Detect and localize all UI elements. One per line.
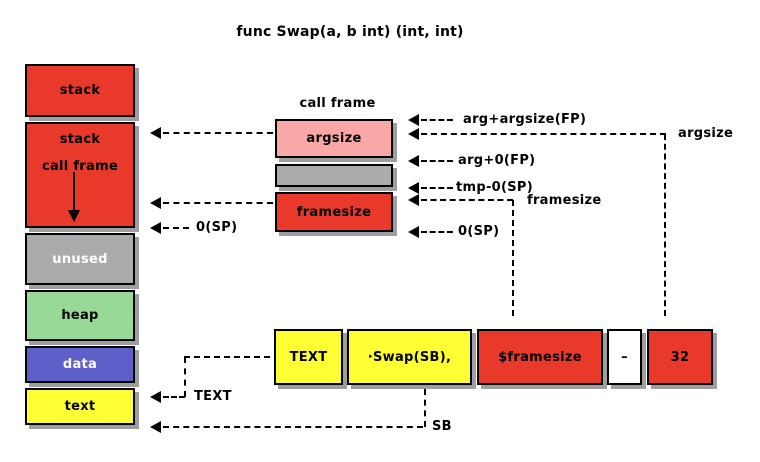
label-0sp-right: 0(SP) [458, 224, 500, 239]
arrow-left-icon-0sp-right [408, 226, 419, 238]
arrow-left-icon-argsize-to-stack [150, 127, 161, 139]
memory-box-data-label: data [62, 357, 98, 372]
label-framesize: framesize [527, 193, 602, 208]
connector-arg-argsize-fp [421, 119, 453, 121]
connector-argsize-horizontal [421, 133, 666, 135]
memory-box-stack-call-frame: stack call frame [25, 122, 135, 228]
connector-0sp-right [421, 231, 453, 233]
page-title: func Swap(a, b int) (int, int) [236, 24, 464, 40]
frame-slot-framesize: framesize [275, 192, 393, 232]
label-text: TEXT [194, 389, 232, 404]
memory-box-unused-label: unused [52, 251, 108, 267]
frame-slot-argsize-label: argsize [306, 131, 362, 146]
memory-box-text-label: text [64, 399, 96, 414]
stack-grow-arrow-down-icon [68, 210, 80, 222]
directive-cell-argsize-value: 32 [647, 329, 713, 385]
arrow-left-icon-argsize-line [408, 128, 419, 140]
directive-cell-argsize-value-label: 32 [670, 349, 690, 365]
connector-argsize-vertical [664, 134, 666, 316]
memory-box-heap-label: heap [61, 308, 99, 323]
memory-box-heap: heap [25, 290, 135, 341]
arrow-left-icon-framesize-line [408, 194, 419, 206]
memory-box-data: data [25, 346, 135, 383]
connector-sb-horizontal [163, 426, 423, 428]
label-arg-plus-0-fp: arg+0(FP) [458, 153, 536, 168]
connector-framesize-vertical [512, 200, 514, 316]
connector-text-horizontal-top [184, 356, 270, 358]
directive-cell-text: TEXT [274, 329, 343, 385]
arrow-left-icon-0sp-left [150, 222, 161, 234]
directive-cell-minus: – [607, 329, 642, 385]
connector-framesize-horizontal [421, 199, 513, 201]
label-sb: SB [432, 419, 452, 434]
arrow-left-icon-sb [150, 421, 161, 433]
label-argsize: argsize [678, 126, 734, 141]
directive-cell-framesize: $framesize [477, 329, 603, 385]
label-tmp-minus-0-sp: tmp-0(SP) [456, 180, 533, 195]
directive-cell-swap-label: ·Swap(SB), [367, 349, 452, 365]
call-frame-title: call frame [299, 96, 376, 111]
memory-box-text: text [25, 388, 135, 425]
frame-slot-spacer [275, 164, 393, 187]
arrow-left-icon-arg-0-fp [408, 155, 419, 167]
arrow-left-icon-arg-argsize-fp [408, 114, 419, 126]
call-frame-label: call frame [41, 159, 119, 174]
connector-arg-0-fp [421, 160, 453, 162]
directive-cell-swap: ·Swap(SB), [347, 329, 472, 385]
stack-label: stack [59, 132, 101, 147]
label-0sp-left: 0(SP) [196, 220, 238, 235]
arrow-left-icon-tmp-0-sp [408, 182, 419, 194]
connector-text-vertical [184, 357, 186, 397]
arrow-left-icon-text [150, 391, 161, 403]
stack-grow-line [73, 172, 75, 210]
label-arg-plus-argsize-fp: arg+argsize(FP) [463, 112, 587, 127]
directive-cell-framesize-label: $framesize [498, 349, 582, 365]
directive-cell-minus-label: – [621, 349, 628, 365]
connector-0sp-left [163, 227, 189, 229]
memory-box-unused: unused [25, 233, 135, 285]
memory-box-stack: stack [25, 64, 135, 117]
frame-slot-framesize-label: framesize [296, 204, 372, 220]
connector-argsize-to-stack [163, 132, 273, 134]
frame-slot-argsize: argsize [275, 119, 393, 158]
connector-tmp-0-sp [421, 187, 453, 189]
connector-sb-vertical [424, 389, 426, 427]
memory-box-stack-label: stack [59, 83, 101, 98]
directive-cell-text-label: TEXT [289, 349, 328, 365]
connector-framesize-to-stack [163, 202, 273, 204]
connector-text-horizontal-bottom [163, 396, 185, 398]
arrow-left-icon-framesize-to-stack [150, 197, 161, 209]
